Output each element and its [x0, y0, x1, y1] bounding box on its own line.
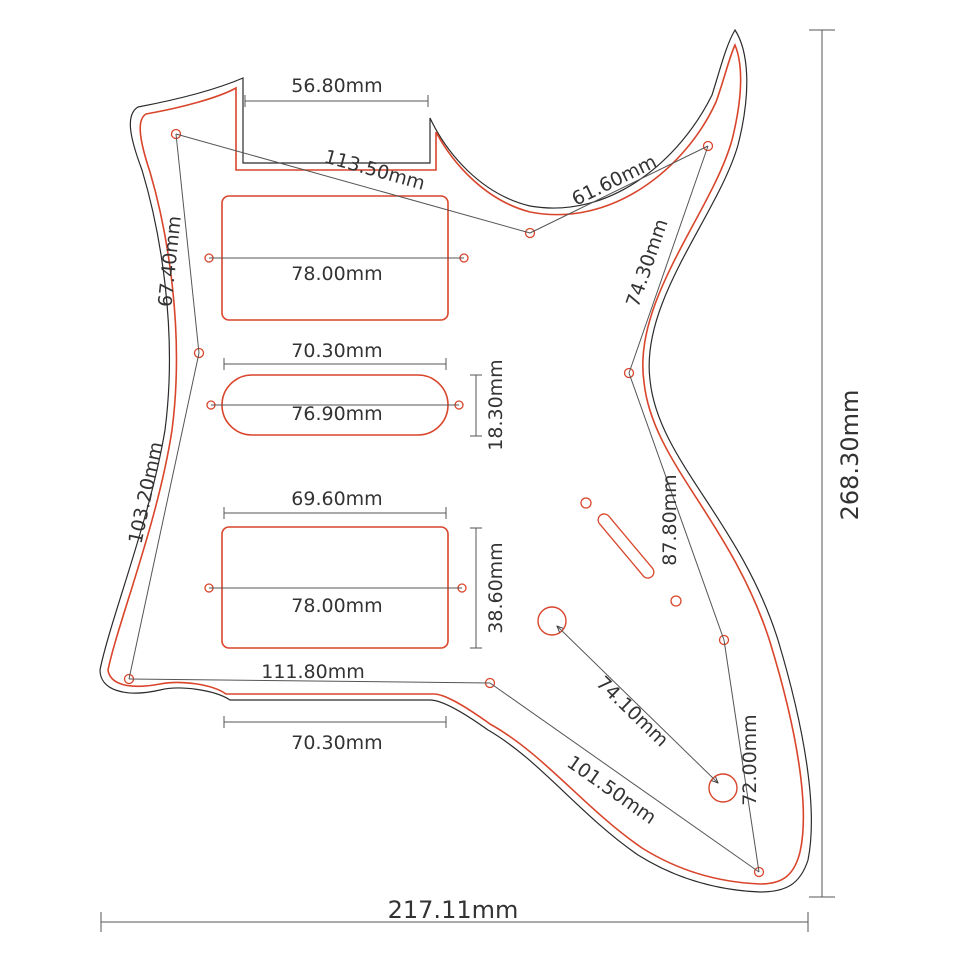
measure-lines	[128, 133, 760, 873]
label-neck-pocket-width: 56.80mm	[291, 75, 382, 97]
screw-holes	[123, 128, 765, 878]
label-right-bottom: 72.00mm	[739, 714, 761, 805]
label-right-lower: 87.80mm	[659, 474, 681, 565]
label-overall-height: 268.30mm	[836, 390, 864, 521]
label-bridge-pickup-height: 38.60mm	[485, 542, 507, 633]
label-bottom-span: 111.80mm	[261, 661, 365, 683]
label-overall-width: 217.11mm	[388, 896, 519, 924]
control-holes	[537, 497, 738, 803]
pickguard-outline	[99, 28, 812, 893]
label-single-coil-span: 76.90mm	[291, 403, 382, 425]
label-neck-pickup-span: 78.00mm	[291, 263, 382, 285]
dimension-brackets	[100, 29, 835, 932]
label-single-coil-height: 18.30mm	[485, 359, 507, 450]
label-single-coil-width: 70.30mm	[291, 340, 382, 362]
label-bridge-pickup-span: 78.00mm	[291, 595, 382, 617]
label-bridge-cutout-width: 70.30mm	[291, 732, 382, 754]
label-bridge-pickup-width: 69.60mm	[291, 488, 382, 510]
